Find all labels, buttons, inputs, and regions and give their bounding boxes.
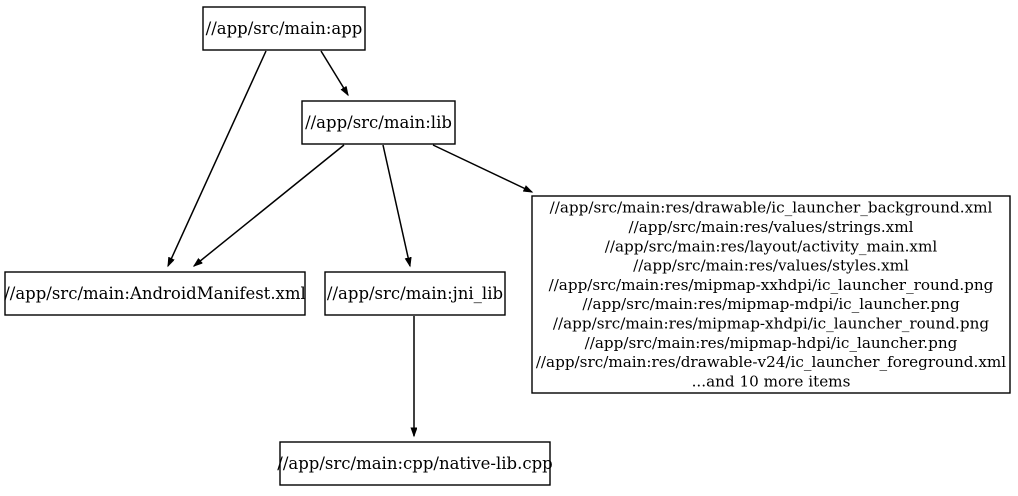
node-label-res_group-line-6: //app/src/main:res/mipmap-xhdpi/ic_launc… bbox=[553, 314, 990, 332]
node-box-app[interactable] bbox=[202, 6, 366, 51]
node-label-res_group-line-0: //app/src/main:res/drawable/ic_launcher_… bbox=[550, 199, 993, 217]
node-label-res_group-line-7: //app/src/main:res/mipmap-hdpi/ic_launch… bbox=[585, 334, 958, 352]
node-box-res_group[interactable] bbox=[531, 195, 1011, 394]
graph-edge-app-to-lib bbox=[320, 50, 348, 95]
node-label-res_group-line-2: //app/src/main:res/layout/activity_main.… bbox=[605, 237, 938, 255]
graph-edge-lib-to-jni_lib bbox=[382, 144, 410, 266]
graph-edge-app-to-manifest bbox=[167, 50, 267, 266]
node-box-jni_lib[interactable] bbox=[324, 271, 506, 316]
node-label-res_group-line-9: ...and 10 more items bbox=[692, 372, 851, 390]
graph-node-manifest[interactable]: //app/src/main:AndroidManifest.xml bbox=[4, 271, 306, 316]
node-label-jni_lib: //app/src/main:jni_lib bbox=[327, 284, 503, 303]
node-label-native_lib: //app/src/main:cpp/native-lib.cpp bbox=[277, 454, 552, 473]
graph-node-lib[interactable]: //app/src/main:lib bbox=[301, 100, 456, 145]
node-label-app: //app/src/main:app bbox=[206, 19, 363, 38]
node-label-res_group-line-5: //app/src/main:res/mipmap-mdpi/ic_launch… bbox=[582, 295, 960, 313]
graph-node-jni_lib[interactable]: //app/src/main:jni_lib bbox=[324, 271, 506, 316]
node-label-lib: //app/src/main:lib bbox=[305, 113, 452, 132]
graph-edge-lib-to-manifest bbox=[194, 144, 345, 266]
node-label-res_group-line-1: //app/src/main:res/values/strings.xml bbox=[628, 218, 913, 236]
node-label-res_group-line-3: //app/src/main:res/values/styles.xml bbox=[633, 257, 909, 275]
graph-node-native_lib[interactable]: //app/src/main:cpp/native-lib.cpp bbox=[277, 441, 553, 486]
graph-node-app[interactable]: //app/src/main:app bbox=[202, 6, 366, 51]
graph-node-res_group[interactable]: //app/src/main:res/drawable/ic_launcher_… bbox=[531, 195, 1011, 394]
node-label-res_group-line-4: //app/src/main:res/mipmap-xxhdpi/ic_laun… bbox=[549, 276, 994, 294]
node-box-lib[interactable] bbox=[301, 100, 456, 145]
node-label-res_group-line-8: //app/src/main:res/drawable-v24/ic_launc… bbox=[536, 353, 1006, 371]
graph-edge-lib-to-res_group bbox=[432, 144, 532, 193]
edges-layer bbox=[167, 50, 532, 436]
node-label-manifest: //app/src/main:AndroidManifest.xml bbox=[4, 284, 306, 303]
nodes-layer: //app/src/main:app //app/src/main:lib //ap… bbox=[4, 6, 1011, 486]
node-box-manifest[interactable] bbox=[4, 271, 306, 316]
node-box-native_lib[interactable] bbox=[279, 441, 551, 486]
